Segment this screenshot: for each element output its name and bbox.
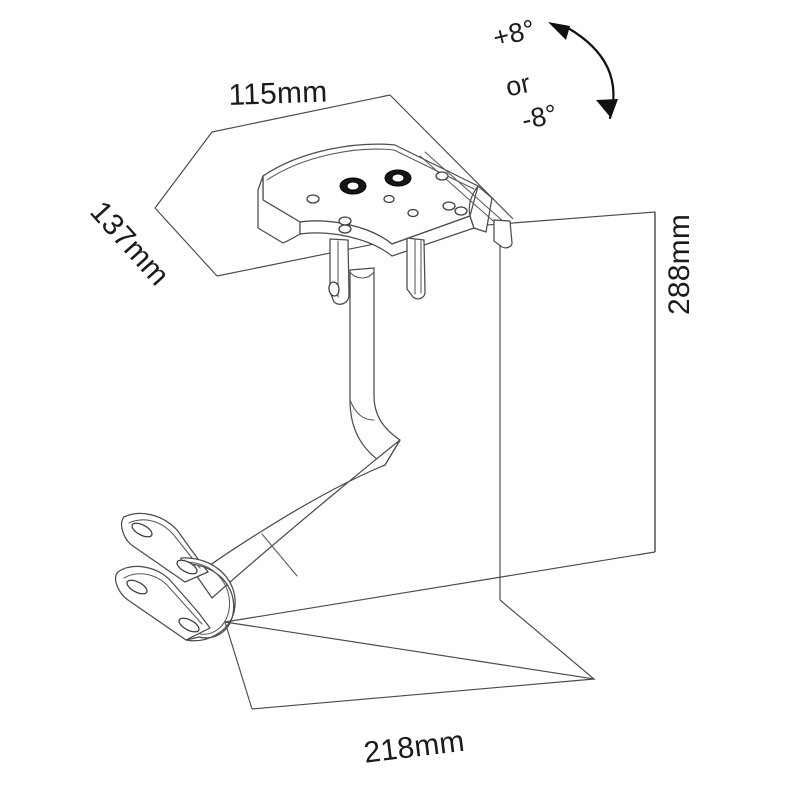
dimension-label-288mm: 288mm [663,213,696,315]
dimension-line-115mm [211,94,391,133]
ceiling-mount-plate [257,143,513,305]
arm-top-collar [349,271,375,279]
support-arm [195,267,401,599]
bracket-ring [180,557,236,642]
plate-bolt-right [384,169,412,187]
bracket-ring-inner [182,561,231,635]
arm-diagonal-tube [195,439,401,599]
dimension-line-137mm [154,207,218,277]
bracket-hole-3 [126,579,148,595]
arm-joint-seam [261,533,298,577]
arm-vertical-tube [349,267,401,466]
bracket-upper-flange-inner [128,519,201,569]
plate-hole-2 [435,171,449,181]
tilt-arrow-head-bottom-icon [596,99,618,118]
plate-left-tab-hole [328,281,340,297]
plate-hole-7 [338,224,352,234]
tilt-arrow-head-top-icon [548,22,570,40]
ground-plane-outline [224,599,596,680]
plate-hole-5 [442,201,456,211]
dimension-label-115mm: 115mm [228,75,328,112]
plate-right-rail [419,155,501,228]
bracket-hole-2 [176,559,198,575]
plate-right-rail-b [424,151,506,224]
dimension-extension-115-left [154,131,213,209]
plate-bolt-left [339,177,367,195]
bracket-lower-flange-inner [123,573,203,625]
plate-back-ridge [266,148,475,190]
arm-bend-curve [349,399,375,421]
plate-hole-4 [407,208,419,218]
bracket-hole-1 [131,522,153,538]
plate-hole-8 [338,216,352,226]
plate-hole-6 [454,206,468,216]
plate-hole-3 [383,194,395,204]
plate-hole-1 [306,194,320,204]
wall-bracket [115,512,236,642]
dimension-line-218mm [251,678,595,710]
plate-right-corner-tab [493,219,513,249]
tilt-arrow-group [548,22,618,120]
dimension-extension-218-left [224,621,253,710]
bracket-hole-4 [178,617,200,633]
plate-center-tab [406,237,426,300]
dimension-extension-288-bottom [224,551,656,623]
